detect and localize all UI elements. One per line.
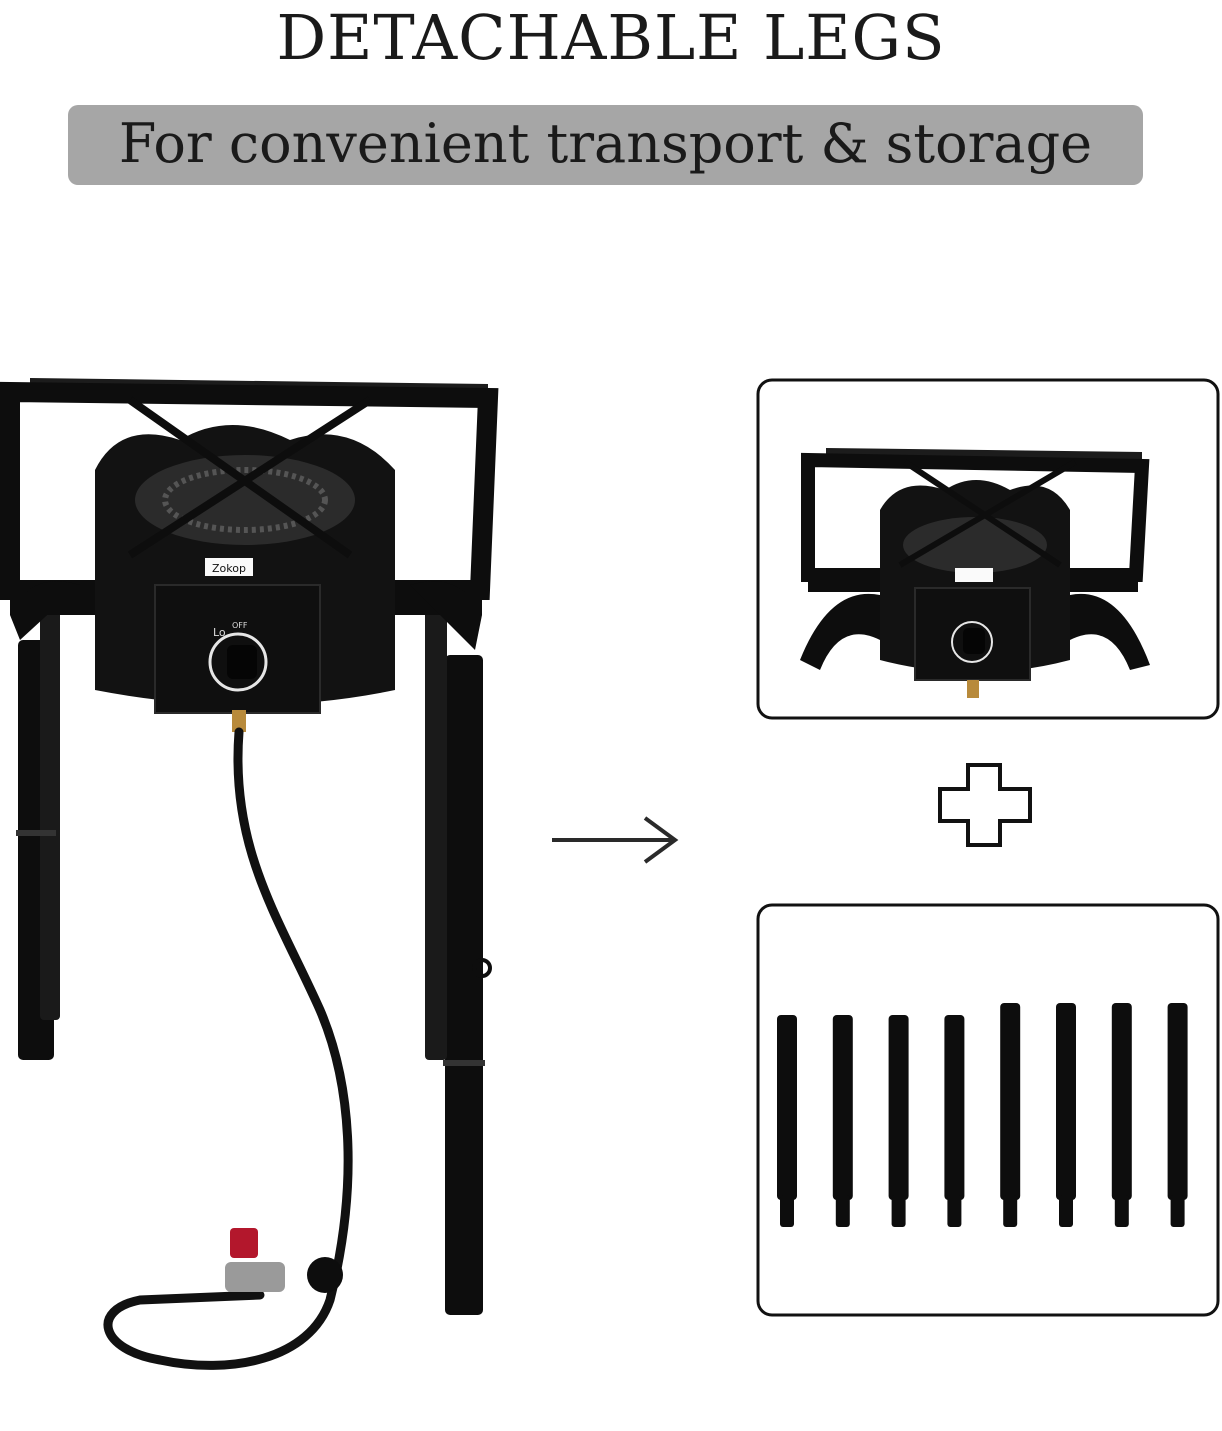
legs-group	[777, 1003, 1188, 1227]
detached-leg	[832, 1015, 853, 1200]
brand-text: Zokop	[212, 562, 246, 575]
control-knob	[227, 645, 257, 679]
detached-leg	[888, 1015, 909, 1200]
gas-hose	[103, 727, 353, 1370]
detached-leg-tip	[947, 1195, 962, 1227]
page-title: DETACHABLE LEGS	[276, 1, 946, 74]
front-right-leg	[445, 655, 483, 1315]
knob-dial-ring	[208, 632, 268, 692]
detached-leg-tip	[835, 1195, 850, 1227]
subtitle-banner	[68, 105, 1143, 185]
detached-leg	[1000, 1003, 1021, 1200]
arrow-icon	[552, 816, 679, 864]
detached-leg	[1167, 1003, 1188, 1200]
detached-legs-panel	[756, 903, 1220, 1317]
detached-leg-tip	[780, 1195, 794, 1227]
detached-leg	[1111, 1003, 1132, 1200]
frame-bracket-right	[410, 581, 482, 650]
leg-joint	[16, 830, 56, 836]
plus-icon	[938, 763, 1032, 847]
leg-screw	[472, 958, 492, 978]
detached-leg-tip	[1170, 1195, 1185, 1227]
detached-leg-tip	[1003, 1195, 1018, 1227]
regulator-cap	[230, 1228, 258, 1258]
detached-leg-tip	[1114, 1195, 1129, 1227]
knob-lo-label: Lo	[213, 626, 226, 639]
regulator-body	[225, 1262, 285, 1292]
detached-leg-tip	[1059, 1195, 1073, 1227]
burner-ring	[162, 467, 328, 533]
detached-leg-tip	[891, 1195, 906, 1227]
pot-support	[127, 396, 373, 559]
regulator-handwheel	[307, 1257, 343, 1293]
detached-leg	[1056, 1003, 1076, 1200]
frame-bracket-left	[10, 581, 80, 640]
detached-leg	[944, 1015, 965, 1200]
subtitle-text: For convenient transport & storage	[118, 112, 1093, 175]
brand-plate	[205, 558, 253, 576]
assembled-stove: Zokop Lo OFF	[0, 378, 499, 1370]
gas-valve-fitting	[232, 710, 246, 732]
back-left-leg	[40, 600, 60, 1020]
detached-leg	[777, 1015, 797, 1200]
knob-off-label: OFF	[232, 621, 248, 630]
stove-body-panel	[756, 378, 1220, 720]
back-right-leg	[425, 600, 447, 1060]
leg-joint	[443, 1060, 485, 1066]
